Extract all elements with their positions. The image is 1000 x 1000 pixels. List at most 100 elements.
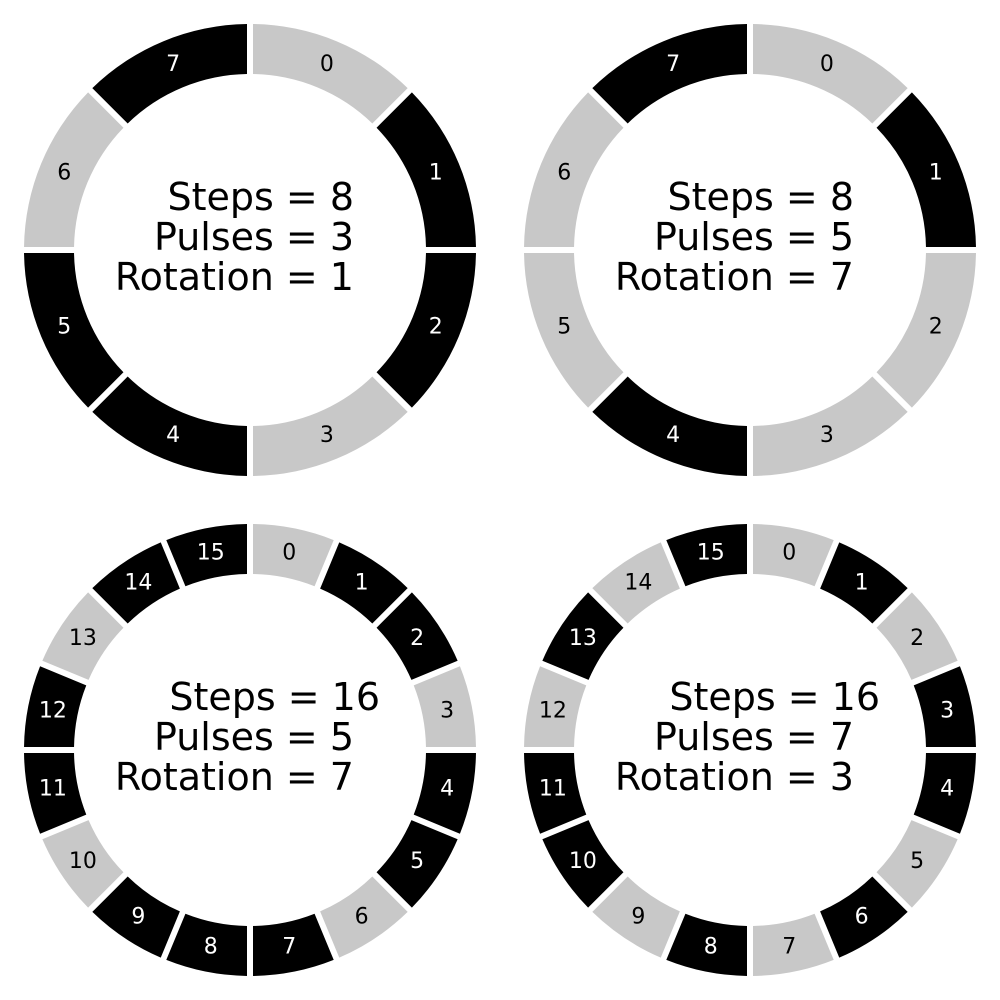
step-label-7: 7 xyxy=(782,935,796,960)
step-label-1: 1 xyxy=(855,570,869,595)
step-segment-4 xyxy=(592,376,747,476)
step-segment-2 xyxy=(876,253,976,408)
step-label-1: 1 xyxy=(355,570,369,595)
step-label-10: 10 xyxy=(69,849,97,874)
step-label-2: 2 xyxy=(410,626,424,651)
step-label-5: 5 xyxy=(557,314,571,339)
step-label-6: 6 xyxy=(355,905,369,930)
step-label-9: 9 xyxy=(131,905,145,930)
step-segment-6 xyxy=(320,876,408,958)
step-label-5: 5 xyxy=(410,849,424,874)
rotation-text: Rotation = 1 xyxy=(115,255,354,299)
step-label-5: 5 xyxy=(910,849,924,874)
step-label-9: 9 xyxy=(631,905,645,930)
step-label-6: 6 xyxy=(57,161,71,186)
step-segment-1 xyxy=(320,542,408,624)
step-segment-0 xyxy=(253,24,408,124)
step-segment-11 xyxy=(524,753,587,834)
step-segment-3 xyxy=(413,666,476,747)
rotation-text: Rotation = 7 xyxy=(615,255,854,299)
step-segment-5 xyxy=(376,820,458,908)
step-label-13: 13 xyxy=(69,626,97,651)
step-segment-1 xyxy=(876,92,976,247)
step-segment-13 xyxy=(42,592,124,680)
step-label-11: 11 xyxy=(539,777,567,802)
step-segment-6 xyxy=(24,92,124,247)
step-segment-10 xyxy=(42,820,124,908)
step-segment-0 xyxy=(753,524,834,587)
step-label-11: 11 xyxy=(39,777,67,802)
step-segment-9 xyxy=(92,876,180,958)
step-label-4: 4 xyxy=(166,423,180,448)
step-label-7: 7 xyxy=(166,52,180,77)
step-label-3: 3 xyxy=(820,423,834,448)
step-segment-14 xyxy=(92,542,180,624)
step-label-15: 15 xyxy=(197,540,225,565)
step-segment-3 xyxy=(253,376,408,476)
step-label-6: 6 xyxy=(557,161,571,186)
steps-text: Steps = 16 xyxy=(669,675,880,719)
step-segment-0 xyxy=(253,524,334,587)
step-segment-5 xyxy=(876,820,958,908)
step-segment-13 xyxy=(542,592,624,680)
step-segment-7 xyxy=(753,913,834,976)
step-segment-4 xyxy=(913,753,976,834)
step-segment-14 xyxy=(592,542,680,624)
step-label-3: 3 xyxy=(940,698,954,723)
step-segment-2 xyxy=(876,592,958,680)
step-segment-3 xyxy=(913,666,976,747)
step-label-2: 2 xyxy=(429,314,443,339)
step-segment-5 xyxy=(24,253,124,408)
step-segment-8 xyxy=(666,913,747,976)
step-label-4: 4 xyxy=(440,777,454,802)
step-segment-6 xyxy=(524,92,624,247)
step-segment-3 xyxy=(753,376,908,476)
step-segment-12 xyxy=(524,666,587,747)
pulses-text: Pulses = 7 xyxy=(654,715,854,759)
step-label-5: 5 xyxy=(57,314,71,339)
step-label-7: 7 xyxy=(282,935,296,960)
step-segment-11 xyxy=(24,753,87,834)
step-label-13: 13 xyxy=(569,626,597,651)
step-segment-1 xyxy=(820,542,908,624)
step-label-0: 0 xyxy=(282,540,296,565)
step-segment-7 xyxy=(92,24,247,124)
step-segment-7 xyxy=(253,913,334,976)
step-label-3: 3 xyxy=(440,698,454,723)
step-label-15: 15 xyxy=(697,540,725,565)
step-label-12: 12 xyxy=(39,698,67,723)
step-label-6: 6 xyxy=(855,905,869,930)
step-segment-0 xyxy=(753,24,908,124)
step-label-4: 4 xyxy=(666,423,680,448)
step-segment-8 xyxy=(166,913,247,976)
steps-text: Steps = 8 xyxy=(668,175,855,219)
step-label-1: 1 xyxy=(929,161,943,186)
step-label-0: 0 xyxy=(782,540,796,565)
step-label-3: 3 xyxy=(320,423,334,448)
step-segment-12 xyxy=(24,666,87,747)
step-segment-10 xyxy=(542,820,624,908)
step-segment-6 xyxy=(820,876,908,958)
step-label-0: 0 xyxy=(320,52,334,77)
step-label-12: 12 xyxy=(539,698,567,723)
step-label-7: 7 xyxy=(666,52,680,77)
step-label-4: 4 xyxy=(940,777,954,802)
step-label-2: 2 xyxy=(929,314,943,339)
step-label-8: 8 xyxy=(704,935,718,960)
steps-text: Steps = 16 xyxy=(169,675,380,719)
step-label-8: 8 xyxy=(204,935,218,960)
step-label-2: 2 xyxy=(910,626,924,651)
step-segment-15 xyxy=(166,524,247,587)
step-segment-2 xyxy=(376,592,458,680)
step-segment-4 xyxy=(413,753,476,834)
steps-text: Steps = 8 xyxy=(168,175,355,219)
step-segment-7 xyxy=(592,24,747,124)
step-label-14: 14 xyxy=(124,570,152,595)
step-segment-15 xyxy=(666,524,747,587)
